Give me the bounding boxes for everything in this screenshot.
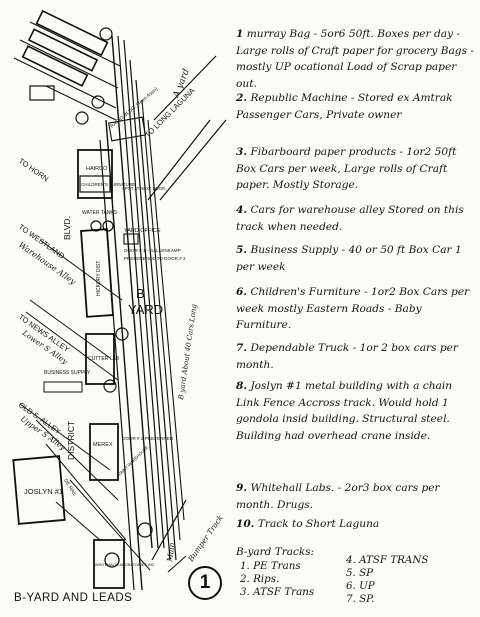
label-de-rail: DE RAIL: [62, 478, 78, 498]
label-yard: YARD: [128, 302, 163, 317]
note-2: 2. Republic Machine - Stored ex Amtrak P…: [236, 92, 453, 121]
byard-track: 5. SP: [346, 567, 374, 579]
byard-track: 7. SP.: [346, 593, 375, 605]
buildings: [12, 116, 146, 589]
label-water-tanks: WATER TANKS: [82, 210, 118, 216]
label-b-yard-about: B yard About 40 Cars Long: [177, 303, 199, 401]
note-6: 6. Children's Furniture - 1or2 Box Cars …: [236, 286, 470, 331]
label-joslyn: JOSLYN #1: [24, 487, 63, 496]
label-door-preferred: DOOR # 2 PREFERRED: [122, 436, 174, 441]
label-preference-door2: PREFERENCE TO DOOR # 2: [124, 256, 186, 261]
byard-heading: B-yard Tracks:: [236, 546, 315, 558]
byard-right: 4. ATSF TRANS 5. SP 6. UP 7. SP.: [346, 554, 428, 606]
note-10: 10. Track to Short Laguna: [236, 518, 380, 530]
byard-left: 1. PE Trans 2. Rips. 3. ATSF Trans: [240, 560, 314, 599]
label-b: B: [136, 286, 145, 301]
label-yard-office: YARD OFFICE: [124, 228, 161, 234]
street-district: DISTRICT: [66, 421, 76, 460]
location-markers: [103, 327, 153, 568]
label-main: Main: [165, 542, 177, 564]
label-bumper-track: Bumper Track: [186, 513, 225, 564]
note-3: 3. Fibarboard paper products - 1or2 50ft…: [236, 146, 457, 191]
note-9: 9. Whitehall Labs. - 2or3 box cars per m…: [236, 482, 440, 511]
label-door-gallenkamp: DOOR # 1 - GALLENKAMP: [124, 248, 181, 253]
notes-panel: 1 murray Bag - 5or6 50ft. Boxes per day …: [236, 26, 476, 611]
label-childrens-furniture: CHILDREN'S FURNITURE: [81, 182, 135, 187]
byard-track: 6. UP: [346, 580, 375, 592]
label-merex: MEREX: [93, 442, 113, 448]
byard-track: 1. PE Trans: [240, 560, 301, 572]
note-4: 4. Cars for warehouse alley Stored on th…: [236, 204, 464, 233]
label-whitehall: WHITEHALL LABORATORIES INC: [95, 563, 155, 567]
map-title: B-YARD AND LEADS: [14, 592, 133, 604]
label-business-supply: BUSINESS SUPPLY: [44, 370, 91, 376]
yard-track-map: TO LONG LAGUNA TO HORN TO WESTLAND Wareh…: [12, 9, 227, 591]
street-blvd: BLVD.: [62, 216, 72, 240]
street-to-horn: TO HORN: [17, 156, 50, 183]
note-5: 5. Business Supply - 40 or 50 ft Box Car…: [236, 244, 462, 273]
note-8: 8. Joslyn #1 metal building with a chain…: [236, 380, 453, 442]
label-hairco: HAIRCO: [86, 166, 108, 172]
label-hickory-dist: HICKORY DIST.: [96, 260, 102, 296]
note-1: 1 murray Bag - 5or6 50ft. Boxes per day …: [236, 28, 474, 90]
top-inset: [13, 9, 121, 125]
byard-track: 3. ATSF Trans: [240, 586, 315, 598]
water-tanks: [90, 220, 114, 232]
label-spot-next-door: SPOT AT NEXT DOOR: [122, 186, 165, 191]
label-cutter-lab: CUTTER LAB: [88, 356, 120, 362]
sheet-number: 1: [188, 566, 222, 600]
note-7: 7. Dependable Truck - 1or 2 box cars per…: [236, 342, 458, 371]
byard-track: 4. ATSF TRANS: [346, 554, 429, 566]
byard-track: 2. Rips.: [240, 573, 280, 585]
